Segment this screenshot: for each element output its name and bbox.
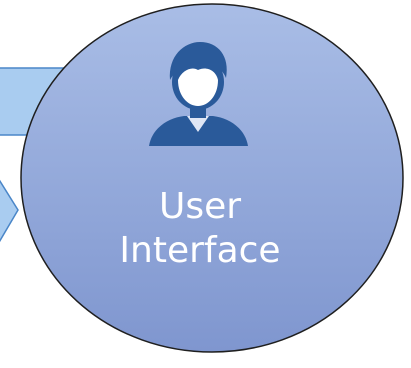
node-label: User Interface [100,185,300,273]
arrow-tip [0,179,19,243]
node-label-line-1: User [158,186,242,227]
node-label-line-2: Interface [119,229,281,271]
user-interface-node[interactable] [20,3,404,353]
user-icon [149,42,248,146]
